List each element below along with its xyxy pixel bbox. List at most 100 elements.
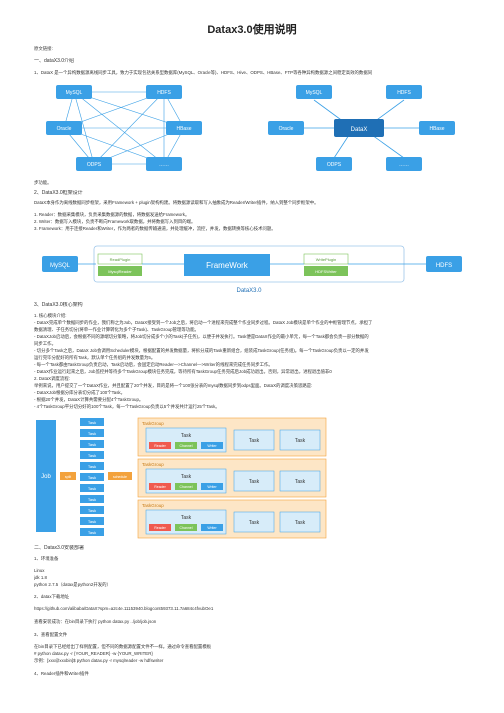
download-link[interactable]: https://github.com/alibaba/DataX?spm=a2c…: [34, 606, 214, 611]
readplugin-label: ReadPlugin: [110, 257, 131, 262]
taskgroup-3: TaskGroup Task Reader Channel Writer Tas…: [137, 499, 327, 539]
paragraph: 1、DataX 是一个异构数据源离线同步工具，致力于实现包括关系型数据库(MyS…: [34, 70, 373, 75]
node-hdfs: [386, 85, 422, 99]
taskgroup-label: TaskGroup: [142, 421, 164, 426]
job-label: Job: [41, 474, 51, 480]
paragraph: - 根据20个并发，DataX计算共需要分配4个TaskGroup。: [34, 397, 144, 402]
node-label: HDFS: [157, 90, 171, 96]
env-item: python 2.7.5（datax是python2开发的）: [34, 582, 111, 587]
figure-sources: MySQL HDFS Oracle HBase ODPS ……: [34, 80, 474, 176]
node-odps: [316, 157, 352, 171]
node-datax-hub: [334, 119, 384, 137]
split-arrow: [60, 472, 76, 480]
task-box: [80, 506, 104, 514]
node-hdfs: [426, 256, 462, 272]
hdfswriter-box: [304, 266, 348, 276]
paragraph: - DataX完成单个数据同步的作业，我们称之为Job，DataX接受到一个Jo…: [34, 320, 373, 325]
paragraph: 查看安装成功：在bin目录下执行 python datax.py ../job/…: [34, 619, 157, 624]
node-label: HBase: [429, 126, 444, 132]
node-label: ODPS: [87, 162, 102, 168]
code-line: # python datax.py -r {YOUR_READER} -w {Y…: [34, 651, 153, 656]
writer-label: Writer: [207, 444, 217, 448]
taskgroup-1: TaskGroup Task Reader Channel Writer Tas…: [137, 417, 327, 457]
page-title: Datax3.0使用说明: [207, 24, 297, 36]
figure-sources-svg: MySQL HDFS Oracle HBase ODPS ……: [34, 80, 474, 176]
paragraph: 同步工作。: [34, 341, 56, 346]
job-box: [36, 420, 56, 532]
task-label: Task: [88, 442, 96, 447]
task-label: Task: [88, 453, 96, 458]
node-label: MySQL: [306, 90, 323, 96]
figure-scheduling-svg: Job split Task Task Task Task Task: [34, 414, 474, 540]
task-box: [80, 517, 104, 525]
channel-label: Channel: [179, 526, 192, 530]
node-label: MySQL: [66, 90, 83, 96]
node-label: Oracle: [279, 126, 294, 132]
hub-lines: [304, 99, 419, 159]
task-label: Task: [249, 438, 260, 444]
section-heading-1: 一、dataX3.0介绍: [34, 58, 75, 64]
paragraph: 举例来说，用户提交了一个DataX作业，并且配置了20个并发，目的是将一个100…: [34, 383, 313, 388]
paragraph: - DataX作业运行起来之后，Job监控并等待多个TaskGroup模块任务完…: [34, 369, 332, 374]
node-label: MySQL: [50, 263, 71, 269]
task-box: [80, 429, 104, 437]
section-heading-2: 2、DataX3.0框架设计: [34, 190, 83, 196]
task-label: Task: [181, 515, 192, 521]
node-oracle: [46, 121, 82, 135]
framework-box: [184, 254, 270, 276]
list-item: 2. Writer：数据写入模块，负责不断向Framework取数据，并将数据写…: [34, 219, 196, 224]
task-label: Task: [88, 497, 96, 502]
env-item: jdk 1.8: [34, 575, 47, 580]
node-label: HDFS: [397, 90, 411, 96]
task-label: Task: [88, 486, 96, 491]
hdfswriter-label: HDFSWriter: [315, 269, 337, 274]
channel-label: Channel: [179, 485, 192, 489]
taskgroup-label: TaskGroup: [142, 462, 164, 467]
task-label: Task: [88, 464, 96, 469]
env-item: Linux: [34, 568, 45, 573]
paragraph: DataX本身作为离线数据同步框架，采用Framework + plugin架构…: [34, 200, 319, 205]
task-box: [80, 451, 104, 459]
task-box: [80, 440, 104, 448]
right-nodes: MySQL HDFS Oracle DataX HBase ODPS ……: [268, 85, 455, 171]
task-box: [80, 528, 104, 536]
task-label: Task: [181, 474, 192, 480]
taskgroup-label: TaskGroup: [142, 503, 164, 508]
readplugin-box: [97, 253, 143, 265]
paragraph: 1. 核心模块介绍:: [34, 313, 67, 318]
node-label: HBase: [176, 126, 191, 132]
paragraph: - 4个TaskGroup平分切分好的100个Task，每一个TaskGroup…: [34, 404, 220, 409]
mysqlreader-box: [98, 266, 142, 276]
task-label: Task: [249, 479, 260, 485]
task-label: Task: [295, 479, 306, 485]
task-label: Task: [181, 433, 192, 439]
task-box: [80, 484, 104, 492]
task-label: Task: [88, 431, 96, 436]
task-label: Task: [295, 520, 306, 526]
task-column: Task Task Task Task Task Task Task Task …: [80, 418, 104, 536]
paragraph: - DataXJob启动后，会根据不同的源端切分策略，将Job切分成多个小的Ta…: [34, 334, 369, 339]
paragraph: - 切分多个Task之后，DataX Job会调用Scheduler模块，根据配…: [34, 348, 369, 353]
node-label: Oracle: [57, 126, 72, 132]
node-label: ……: [399, 162, 409, 168]
paragraph: 2. DataX调度流程:: [34, 376, 70, 381]
figure-scheduling: Job split Task Task Task Task Task: [34, 414, 474, 540]
split-label: split: [65, 475, 71, 479]
node-hdfs: [146, 85, 182, 99]
task-label: Task: [88, 475, 96, 480]
task-label: Task: [88, 420, 96, 425]
taskgroup-2: TaskGroup Task Reader Channel Writer Tas…: [137, 458, 327, 498]
code-line: 示例：[xxx@xxxbin]$ python datax.py -r mysq…: [34, 658, 164, 663]
paragraph: 运行完毕分配好的所有Task，默认单个任务组的并发数量为5。: [34, 355, 156, 360]
list-item: 3. Framework：用于连接Reader和Writer，作为两者的数据传输…: [34, 226, 276, 231]
paragraph: - 每一个Task都由TaskGroup负责启动，Task启动后，会固定启动Re…: [34, 362, 273, 367]
reader-label: Reader: [154, 526, 166, 530]
node-oracle: [268, 121, 304, 135]
task-label: Task: [88, 519, 96, 524]
mysqlreader-label: MysqlReader: [108, 269, 132, 274]
task-box: [80, 495, 104, 503]
subheading: 1、环境准备: [34, 556, 59, 561]
paragraph: - DataXJob根据分库分表切分成了100个Task。: [34, 390, 126, 395]
node-more: [146, 157, 182, 171]
